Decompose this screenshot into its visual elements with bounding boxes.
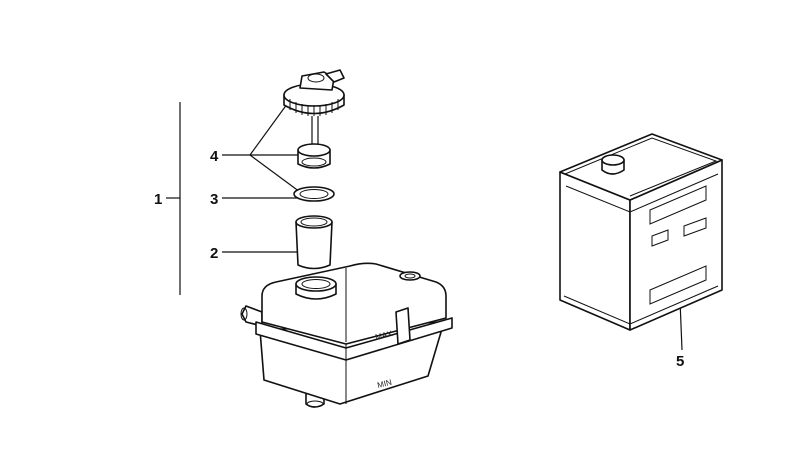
max-mark: MAX [374, 329, 394, 342]
assembly-bracket [166, 102, 181, 295]
callout-4: 4 [210, 148, 219, 165]
callout-1: 1 [154, 191, 162, 208]
seal-ring [293, 186, 335, 202]
min-mark: MIN [376, 378, 393, 390]
fluid-reservoir: MAX MIN [240, 262, 453, 408]
filter-sleeve [295, 215, 333, 270]
fluid-canister [559, 133, 723, 331]
callout-2: 2 [210, 245, 218, 262]
callout-3: 3 [210, 191, 218, 208]
callout-5: 5 [676, 353, 684, 370]
reservoir-cap [283, 69, 345, 169]
leader-lines [222, 99, 683, 351]
